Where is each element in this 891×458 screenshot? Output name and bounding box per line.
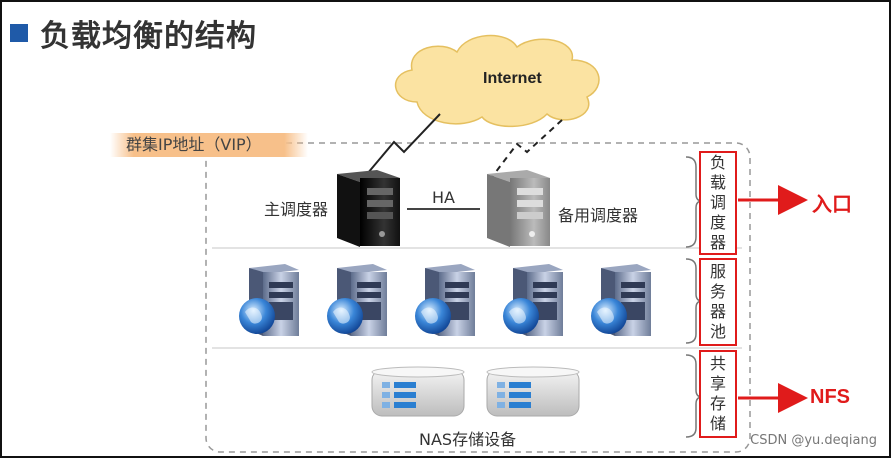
backup-link-line	[491, 119, 563, 178]
server-icon	[239, 264, 299, 336]
primary-link-line	[361, 113, 441, 181]
title-bar: 负载均衡的结构	[10, 12, 257, 54]
ha-label: HA	[432, 188, 455, 207]
group-char: 载	[709, 173, 726, 192]
group-char: 负	[709, 153, 726, 172]
internet-cloud-icon	[394, 34, 600, 128]
nas-storage-icon	[486, 366, 580, 417]
server-icon	[327, 264, 387, 336]
server-icon	[503, 264, 563, 336]
entry-label: 入口	[812, 192, 852, 216]
nas-storage-label: NAS存储设备	[419, 430, 517, 449]
group-char: 务	[709, 282, 726, 301]
backup-scheduler-label: 备用调度器	[558, 206, 639, 225]
internet-label: Internet	[483, 70, 542, 87]
shared-storage-group-box: 共 享 存 储	[699, 350, 737, 438]
primary-scheduler-icon	[337, 170, 400, 247]
group-char: 储	[709, 414, 726, 433]
group-char: 存	[709, 394, 726, 413]
group-char: 器	[709, 302, 726, 321]
group-char: 调	[709, 193, 726, 212]
watermark: CSDN @yu.deqiang	[750, 433, 877, 448]
page-title: 负载均衡的结构	[40, 19, 257, 54]
server-icon	[415, 264, 475, 336]
group-char: 享	[709, 374, 726, 393]
title-square-icon	[10, 24, 28, 42]
group-char: 器	[709, 233, 726, 252]
group-char: 池	[709, 322, 726, 341]
backup-scheduler-icon	[487, 170, 550, 247]
nas-storage-icon	[371, 366, 465, 417]
nfs-label: NFS	[810, 386, 850, 408]
group-char: 共	[709, 354, 726, 373]
load-scheduler-group-box: 负 载 调 度 器	[699, 151, 737, 255]
vip-label: 群集IP地址（VIP）	[110, 133, 308, 157]
group-char: 度	[709, 213, 726, 232]
primary-scheduler-label: 主调度器	[264, 200, 329, 219]
cluster-boundary	[205, 142, 751, 453]
server-pool-group-box: 服 务 器 池	[699, 258, 737, 346]
group-char: 服	[709, 262, 726, 281]
server-icon	[591, 264, 651, 336]
